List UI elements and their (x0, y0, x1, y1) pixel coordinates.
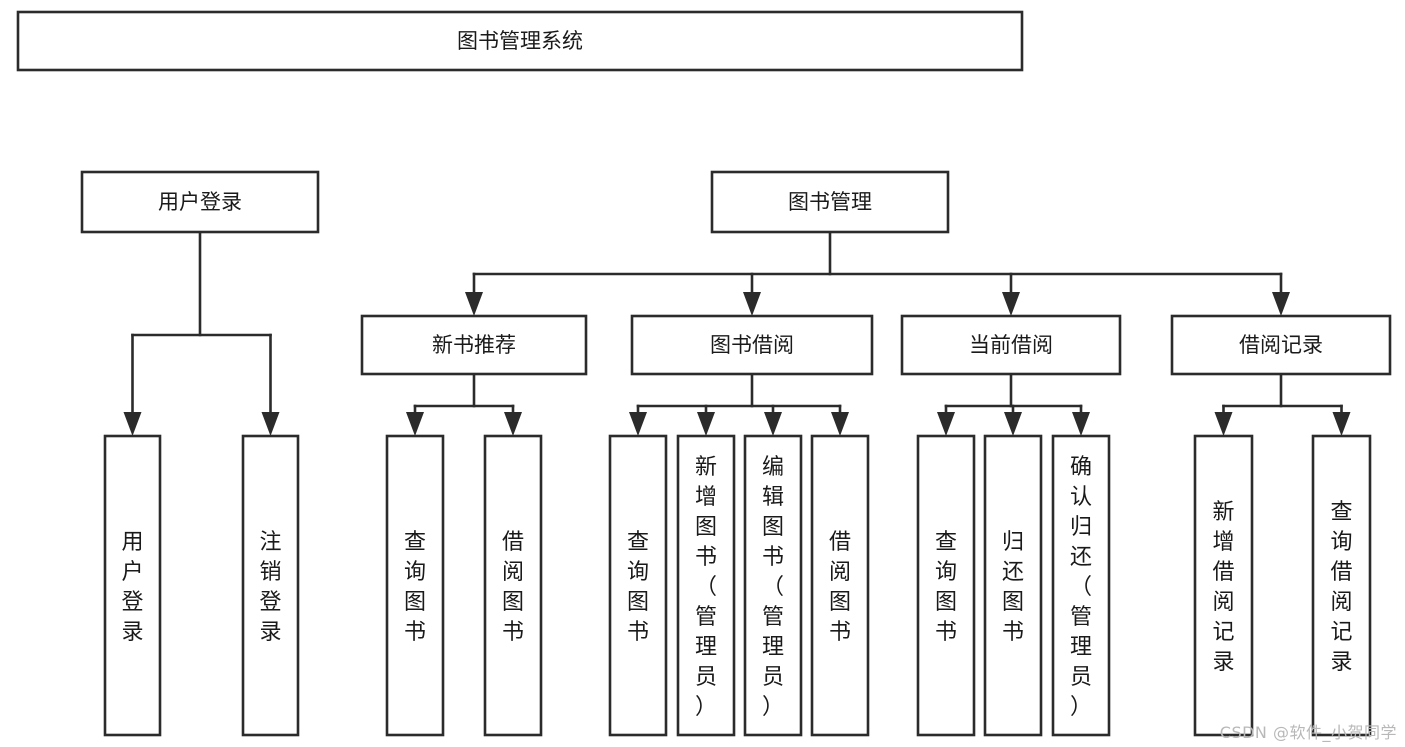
arrow-head-icon (743, 292, 761, 316)
arrow-head-icon (697, 412, 715, 436)
node-label: 查询借阅记录 (1330, 500, 1352, 675)
node-label: 当前借阅 (969, 333, 1053, 357)
node-leaf-query-record[interactable]: 查询借阅记录 (1311, 434, 1372, 737)
node-label: 图书管理系统 (457, 29, 583, 53)
node-box[interactable] (385, 434, 445, 737)
node-label: 确认归还（管理员） (1070, 455, 1092, 720)
connector-group-user-login (123, 230, 280, 436)
arrow-head-icon (937, 412, 955, 436)
node-box[interactable] (483, 434, 543, 737)
arrow-head-icon (465, 292, 483, 316)
node-label: 编辑图书（管理员） (762, 455, 784, 720)
node-box[interactable] (630, 314, 874, 376)
node-leaf-borrow-book-2[interactable]: 借阅图书 (810, 434, 870, 737)
node-leaf-edit-book[interactable]: 编辑图书（管理员） (743, 434, 803, 737)
node-box[interactable] (241, 434, 300, 737)
arrow-head-icon (1072, 412, 1090, 436)
node-box[interactable] (983, 434, 1043, 737)
node-box[interactable] (1311, 434, 1372, 737)
arrow-head-icon (123, 412, 142, 436)
node-new-book-recommend[interactable]: 新书推荐 (360, 314, 588, 376)
node-box[interactable] (743, 434, 803, 737)
node-leaf-user-login[interactable]: 用户登录 (103, 434, 162, 737)
node-label: 查询图书 (404, 530, 426, 645)
arrow-head-icon (1214, 412, 1233, 436)
node-label: 图书借阅 (710, 333, 794, 357)
node-leaf-query-book-3[interactable]: 查询图书 (916, 434, 976, 737)
node-label: 注销登录 (259, 530, 281, 645)
node-label: 借阅图书 (502, 530, 524, 645)
watermark-text: CSDN @软件_小贺同学 (1219, 723, 1397, 742)
node-label: 借阅图书 (829, 530, 851, 645)
node-book-borrow[interactable]: 图书借阅 (630, 314, 874, 376)
connector-group-new-book-recommend (406, 372, 522, 436)
node-box[interactable] (608, 434, 668, 737)
arrow-head-icon (764, 412, 782, 436)
connectors-layer (123, 230, 1351, 436)
node-label: 图书管理 (788, 190, 872, 214)
node-leaf-return-book[interactable]: 归还图书 (983, 434, 1043, 737)
arrow-head-icon (1332, 412, 1351, 436)
connector-group-book-manage (465, 230, 1290, 316)
arrow-head-icon (406, 412, 424, 436)
node-leaf-add-book[interactable]: 新增图书（管理员） (676, 434, 736, 737)
node-box[interactable] (80, 170, 320, 234)
node-box[interactable] (1193, 434, 1254, 737)
connector-group-book-borrow (629, 372, 849, 436)
node-label: 归还图书 (1002, 530, 1024, 645)
node-label: 借阅记录 (1239, 333, 1323, 357)
node-label: 查询图书 (627, 530, 649, 645)
node-leaf-query-book-2[interactable]: 查询图书 (608, 434, 668, 737)
node-box[interactable] (360, 314, 588, 376)
node-box[interactable] (810, 434, 870, 737)
node-box[interactable] (916, 434, 976, 737)
arrow-head-icon (504, 412, 522, 436)
node-current-borrow[interactable]: 当前借阅 (900, 314, 1122, 376)
node-book-manage[interactable]: 图书管理 (710, 170, 950, 234)
node-borrow-record[interactable]: 借阅记录 (1170, 314, 1392, 376)
node-box[interactable] (900, 314, 1122, 376)
connector-group-borrow-record (1214, 372, 1351, 436)
node-box[interactable] (1170, 314, 1392, 376)
node-leaf-confirm-return[interactable]: 确认归还（管理员） (1051, 434, 1111, 737)
arrow-head-icon (831, 412, 849, 436)
node-leaf-borrow-book-1[interactable]: 借阅图书 (483, 434, 543, 737)
node-box[interactable] (1051, 434, 1111, 737)
arrow-head-icon (1002, 292, 1020, 316)
arrow-head-icon (261, 412, 280, 436)
node-leaf-user-logout[interactable]: 注销登录 (241, 434, 300, 737)
node-label: 新增借阅记录 (1212, 500, 1234, 675)
node-box[interactable] (676, 434, 736, 737)
node-label: 用户登录 (158, 190, 242, 214)
node-label: 查询图书 (935, 530, 957, 645)
arrow-head-icon (1004, 412, 1022, 436)
node-label: 新增图书（管理员） (695, 455, 717, 720)
connector-group-current-borrow (937, 372, 1090, 436)
node-root[interactable]: 图书管理系统 (16, 10, 1024, 72)
node-leaf-query-book-1[interactable]: 查询图书 (385, 434, 445, 737)
node-label: 新书推荐 (432, 333, 516, 357)
arrow-head-icon (629, 412, 647, 436)
node-leaf-add-record[interactable]: 新增借阅记录 (1193, 434, 1254, 737)
node-user-login[interactable]: 用户登录 (80, 170, 320, 234)
nodes-layer: 图书管理系统用户登录图书管理新书推荐图书借阅当前借阅借阅记录用户登录注销登录查询… (16, 10, 1392, 737)
node-box[interactable] (16, 10, 1024, 72)
node-label: 用户登录 (121, 530, 143, 645)
node-box[interactable] (103, 434, 162, 737)
arrow-head-icon (1272, 292, 1290, 316)
node-box[interactable] (710, 170, 950, 234)
